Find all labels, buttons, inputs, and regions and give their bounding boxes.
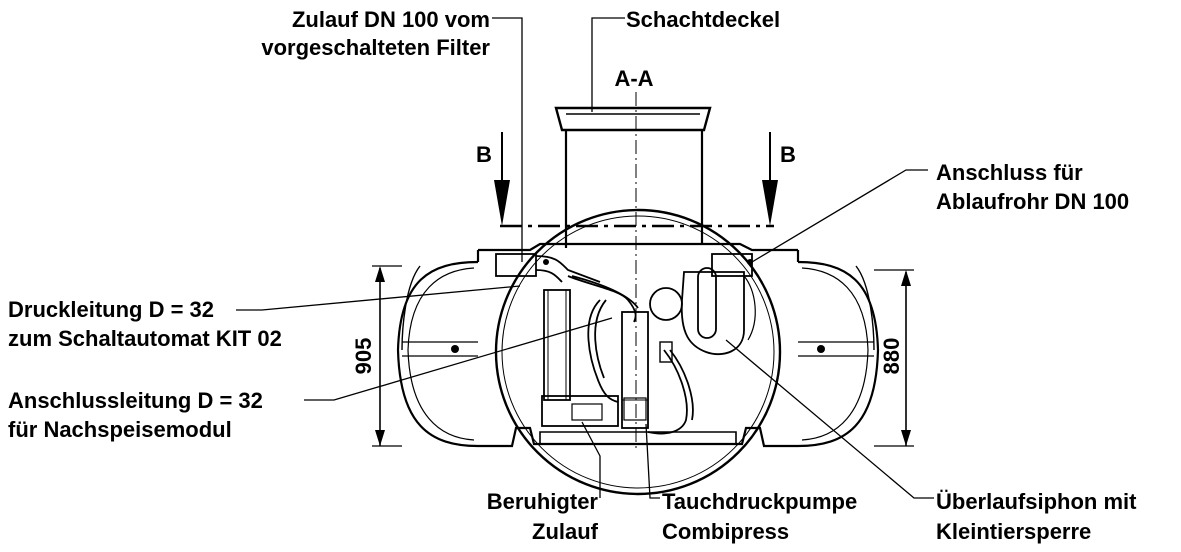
- connection-dots: [451, 259, 825, 353]
- section-arrow-left: [494, 132, 510, 226]
- section-marker-left: B: [476, 142, 492, 167]
- leader-lines: [236, 17, 934, 499]
- section-label-aa: A-A: [614, 66, 653, 91]
- dimension-left: [372, 265, 402, 447]
- label-cover: Schachtdeckel: [626, 7, 780, 32]
- label-connection-line1: Anschlussleitung D = 32: [8, 388, 263, 413]
- dimension-left-label: 905: [351, 338, 376, 375]
- label-calm-line2: Zulauf: [532, 519, 599, 544]
- section-arrow-right: [762, 132, 778, 226]
- tank-body: [396, 208, 880, 496]
- label-overflow-line1: Überlaufsiphon mit: [936, 489, 1137, 514]
- dimension-right-label: 880: [879, 338, 904, 375]
- dimension-right: [874, 269, 914, 447]
- label-inlet-line1: Zulauf DN 100 vom: [292, 7, 490, 32]
- inlet-pipe: [495, 253, 601, 283]
- label-pump-line1: Tauchdruckpumpe: [662, 489, 857, 514]
- label-pressure-line1: Druckleitung D = 32: [8, 297, 214, 322]
- label-outlet-line1: Anschluss für: [936, 160, 1083, 185]
- label-overflow-line2: Kleintiersperre: [936, 519, 1091, 544]
- pump: [541, 289, 649, 429]
- overflow-siphon: [680, 253, 756, 356]
- section-marker-right: B: [780, 142, 796, 167]
- label-pump-line2: Combipress: [662, 519, 789, 544]
- label-inlet-line2: vorgeschalteten Filter: [261, 35, 490, 60]
- label-connection-line2: für Nachspeisemodul: [8, 417, 232, 442]
- label-calm-line1: Beruhigter: [487, 489, 599, 514]
- label-pressure-line2: zum Schaltautomat KIT 02: [8, 326, 282, 351]
- hoses: [567, 275, 694, 435]
- float-switch: [649, 287, 683, 363]
- label-outlet-line2: Ablaufrohr DN 100: [936, 189, 1129, 214]
